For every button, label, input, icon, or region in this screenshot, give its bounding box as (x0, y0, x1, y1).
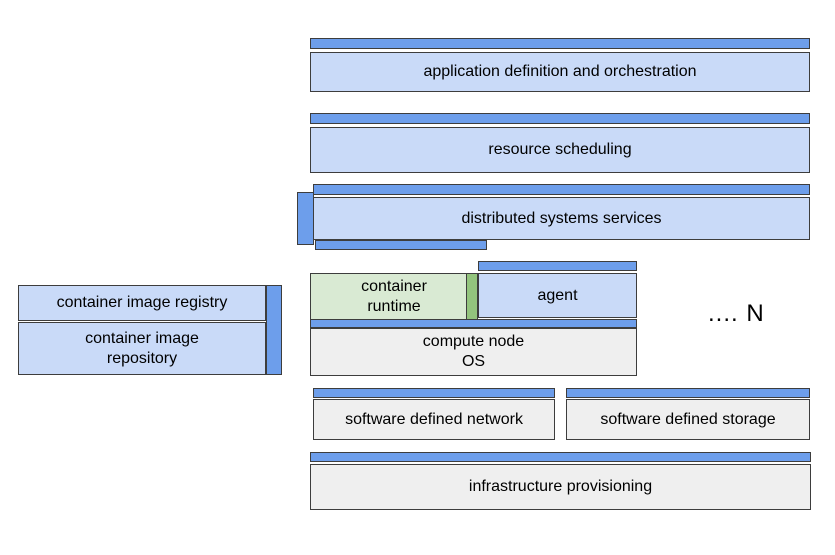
software-defined-storage-box: software defined storage (566, 399, 810, 440)
image-store-right-strip (266, 285, 282, 375)
container-image-repository-label: container image repository (85, 329, 199, 367)
container-image-registry-label: container image registry (56, 294, 228, 311)
container-image-repository-box: container image repository (18, 322, 266, 375)
container-runtime-box: container runtime (310, 273, 478, 320)
container-runtime-label: container runtime (361, 277, 427, 315)
resource-scheduling-label: resource scheduling (488, 141, 632, 158)
infrastructure-provisioning-label: infrastructure provisioning (468, 478, 653, 495)
distributed-services-top-strip (313, 184, 810, 195)
app-orchestration-top-strip (310, 38, 810, 49)
agent-top-strip (478, 261, 637, 271)
node-count-label: .... N (708, 300, 765, 327)
distributed-services-label: distributed systems services (461, 209, 662, 227)
resource-scheduling-box: resource scheduling (310, 127, 810, 173)
compute-node-top-strip (310, 319, 637, 328)
distributed-services-box: distributed systems services (313, 197, 810, 240)
software-defined-network-box: software defined network (313, 399, 555, 440)
resource-scheduling-top-strip (310, 113, 810, 124)
agent-label: agent (537, 286, 578, 304)
sds-top-strip (566, 388, 810, 398)
distributed-services-bottom-tab (315, 240, 487, 250)
distributed-services-left-tab (297, 192, 314, 245)
infrastructure-top-strip (310, 452, 811, 462)
container-image-registry-box: container image registry (18, 285, 266, 321)
app-orchestration-box: application definition and orchestration (310, 52, 810, 92)
compute-node-os-label: compute node OS (422, 333, 525, 370)
software-defined-storage-label: software defined storage (600, 410, 776, 428)
compute-node-os-box: compute node OS (310, 328, 637, 376)
sdn-top-strip (313, 388, 555, 398)
agent-box: agent (478, 273, 637, 318)
software-defined-network-label: software defined network (345, 410, 523, 428)
app-orchestration-label: application definition and orchestration (423, 63, 697, 80)
container-runtime-accent-strip (466, 274, 477, 319)
infrastructure-provisioning-box: infrastructure provisioning (310, 464, 811, 510)
